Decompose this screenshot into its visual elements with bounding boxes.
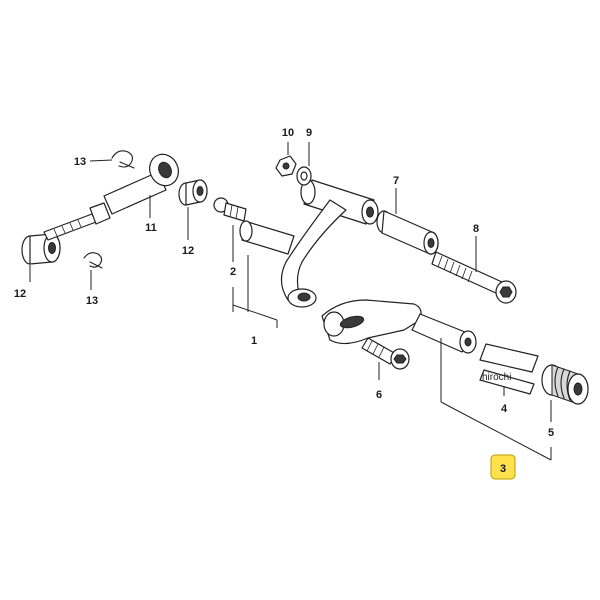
part-3-highlight-box [490, 454, 516, 480]
label-part-4: 4 [501, 403, 508, 415]
label-part-5: 5 [548, 427, 554, 439]
label-part-12-left: 12 [14, 288, 26, 300]
label-part-13-lower: 13 [86, 295, 98, 307]
watermark-text: hirochi [482, 372, 511, 383]
label-part-13-upper: 13 [74, 156, 86, 168]
label-part-7: 7 [393, 175, 399, 187]
part-12-bushing-upper [178, 179, 208, 240]
label-part-9: 9 [306, 127, 312, 139]
part-13-clip-lower [83, 252, 103, 269]
label-part-1: 1 [251, 335, 257, 347]
part-2-ball-stud [213, 197, 278, 328]
label-part-2: 2 [230, 266, 236, 278]
part-9-washer [296, 142, 312, 186]
part-13-clip-upper [111, 150, 135, 169]
part-12-bushing-left [21, 233, 61, 265]
part-6-bolt [361, 337, 410, 380]
part-1-lever-frame [239, 179, 379, 312]
leader-13-upper [89, 159, 113, 162]
label-part-6: 6 [376, 389, 382, 401]
label-part-11: 11 [145, 222, 157, 234]
part-3-foot-lever-arm [321, 299, 552, 461]
label-part-8: 8 [473, 223, 479, 235]
label-part-10: 10 [282, 127, 294, 139]
part-4-sleeve [479, 343, 539, 396]
part-7-spacer-tube [376, 188, 439, 255]
part-10-nut [275, 142, 297, 177]
label-part-3: 3 [500, 463, 506, 475]
part-8-long-bolt [431, 236, 517, 304]
part-11-ball-joint-rod [43, 153, 179, 241]
part-5-foot-peg-rubber [541, 364, 589, 422]
label-part-12-upper: 12 [182, 245, 194, 257]
